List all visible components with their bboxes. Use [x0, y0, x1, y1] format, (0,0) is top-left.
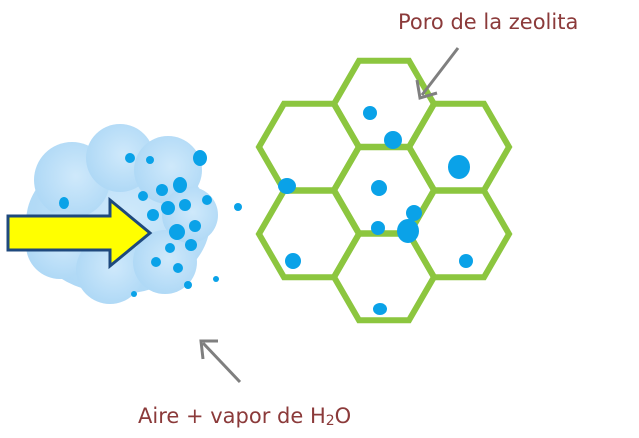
water-droplet: [213, 276, 219, 282]
water-droplet: [193, 150, 207, 166]
water-droplet: [184, 281, 192, 289]
water-droplet: [125, 153, 135, 163]
water-droplet: [234, 203, 242, 211]
water-droplet: [59, 197, 69, 209]
water-droplet: [371, 180, 387, 196]
water-droplet: [138, 191, 148, 201]
water-droplet: [173, 177, 187, 193]
arrow-pointer-icon: [199, 339, 242, 384]
subscript-2: 2: [325, 413, 335, 429]
water-droplet: [459, 254, 473, 268]
water-droplet: [448, 155, 470, 179]
water-droplet: [165, 243, 175, 253]
water-droplet: [156, 184, 168, 196]
arrow-pointer-icon: [415, 47, 460, 100]
water-droplet: [278, 178, 296, 194]
water-droplet: [406, 205, 422, 221]
water-droplet: [146, 156, 154, 164]
water-droplet: [179, 199, 191, 211]
water-vapor-droplets: [59, 106, 473, 315]
water-droplet: [363, 106, 377, 120]
water-droplet: [169, 224, 185, 240]
water-droplet: [397, 219, 419, 243]
air-vapor-suffix: O: [334, 404, 352, 428]
water-droplet: [173, 263, 183, 273]
water-droplet: [161, 201, 175, 215]
water-droplet: [202, 195, 212, 205]
water-droplet: [373, 303, 387, 315]
air-vapor-text: Aire + vapor de H: [138, 404, 326, 428]
arrow-right-icon: [6, 196, 153, 270]
water-droplet: [131, 291, 137, 297]
water-droplet: [371, 221, 385, 235]
water-droplet: [147, 209, 159, 221]
water-droplet: [185, 239, 197, 251]
water-droplet: [151, 257, 161, 267]
zeolite-pore-hexagon: [330, 143, 438, 237]
zeolite-pore-label: Poro de la zeolita: [398, 10, 579, 34]
air-vapor-label: Aire + vapor de H2O: [138, 404, 351, 429]
water-droplet: [285, 253, 301, 269]
water-droplet: [189, 220, 201, 232]
water-droplet: [384, 131, 402, 149]
